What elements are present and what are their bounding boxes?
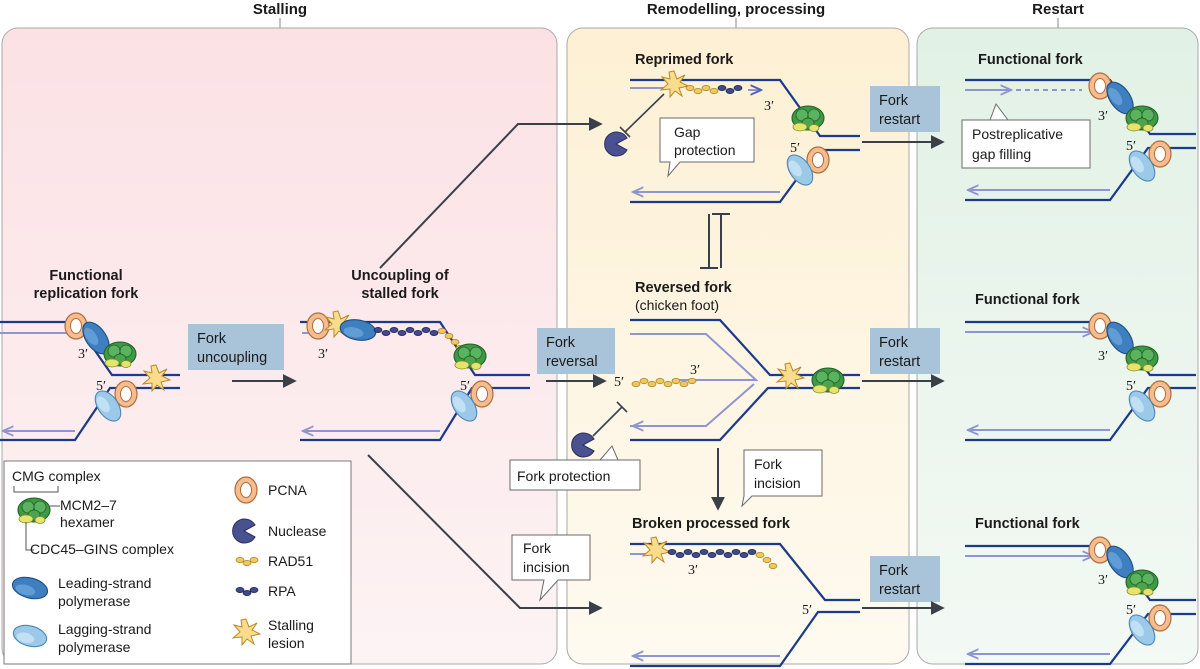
svg-text:restart: restart xyxy=(879,582,920,598)
gap-protection-label-2: protection xyxy=(674,142,735,158)
legend: CMG complex MCM2–7 hexamer CDC45–GINS co… xyxy=(3,460,352,665)
legend-mcm-2: hexamer xyxy=(60,514,115,530)
functional-fork-3: Functional fork 3′ 5′ xyxy=(965,516,1196,666)
postreplicative-label-1: Postreplicative xyxy=(972,126,1063,142)
svg-text:Fork: Fork xyxy=(879,335,909,351)
functional-fork-2: Functional fork 3′ 5′ xyxy=(965,292,1196,442)
end-label-3p: 3′ xyxy=(764,99,774,114)
end-label-5p: 5′ xyxy=(1126,379,1136,394)
fork-incision-callout-left: Fork incision xyxy=(511,534,591,602)
end-label-3p: 3′ xyxy=(1098,349,1108,364)
svg-text:Fork: Fork xyxy=(879,563,909,579)
reversed-fork: Reversed fork (chicken foot) 5′ 3′ Fork … xyxy=(509,280,860,491)
arrow-to-reprimed xyxy=(379,117,603,269)
legend-lesion-1: Stalling xyxy=(268,617,314,633)
functional-fork-title: Functional fork xyxy=(978,52,1084,68)
legend-leading-2: polymerase xyxy=(58,593,131,609)
reprimed-fork: Reprimed fork 3′ 5′ Gap protection xyxy=(604,52,860,204)
uncoupled-title-2: stalled fork xyxy=(361,286,439,302)
fork-restart-box-1: Fork restart xyxy=(862,86,945,149)
legend-leading-1: Leading-strand xyxy=(58,575,151,591)
fork-restart-box-2: Fork restart xyxy=(862,328,945,388)
fork-uncoupling-label-1: Fork xyxy=(197,331,227,347)
svg-text:Fork: Fork xyxy=(879,93,909,109)
postreplicative-label-2: gap filling xyxy=(972,146,1031,162)
legend-cmg: CMG complex xyxy=(12,468,101,484)
broken-processed-fork: Broken processed fork 3′ 5′ xyxy=(630,516,860,668)
reversed-subtitle: (chicken foot) xyxy=(635,297,719,313)
functional-fork-title: Functional fork xyxy=(975,292,1081,308)
legend-lesion-2: lesion xyxy=(268,635,305,651)
pcna-icon xyxy=(234,476,258,504)
fork-incision-left-1: Fork xyxy=(523,540,552,556)
reversed-title: Reversed fork xyxy=(635,280,733,296)
header-stalling: Stalling xyxy=(253,1,307,18)
legend-lagging-1: Lagging-strand xyxy=(58,621,151,637)
end-label-5p: 5′ xyxy=(614,375,624,390)
fork-restart-box-3: Fork restart xyxy=(862,556,945,615)
header-restart: Restart xyxy=(1032,1,1084,18)
fork-uncoupling-box xyxy=(188,324,284,370)
end-label-5p: 5′ xyxy=(802,603,812,618)
legend-cdc45: CDC45–GINS complex xyxy=(30,541,174,557)
functional-fork-title-2: replication fork xyxy=(34,286,140,302)
legend-mcm-1: MCM2–7 xyxy=(60,497,117,513)
end-label-3p: 3′ xyxy=(1098,573,1108,588)
fork-incision-mid-2: incision xyxy=(754,475,801,491)
svg-text:restart: restart xyxy=(879,112,920,128)
end-label-3p: 3′ xyxy=(78,347,88,362)
functional-replication-fork: Functional replication fork 3′ 5′ xyxy=(0,268,180,442)
mutual-inhibition xyxy=(700,213,730,269)
fork-incision-callout-mid xyxy=(741,449,823,508)
end-label-5p: 5′ xyxy=(1126,139,1136,154)
fork-reversal-label-2: reversal xyxy=(546,354,598,370)
legend-rad51: RAD51 xyxy=(268,553,313,569)
legend-nuclease: Nuclease xyxy=(268,523,327,539)
fork-incision-mid-1: Fork xyxy=(754,456,783,472)
end-label-5p: 5′ xyxy=(96,379,106,394)
legend-pcna: PCNA xyxy=(268,482,308,498)
svg-text:restart: restart xyxy=(879,354,920,370)
end-label-3p: 3′ xyxy=(690,363,700,378)
functional-fork-title-1: Functional xyxy=(49,268,122,284)
gap-protection-label-1: Gap xyxy=(674,124,701,140)
end-label-3p: 3′ xyxy=(318,347,328,362)
end-label-3p: 3′ xyxy=(1098,109,1108,124)
functional-fork-1: Functional fork 3′ 5′ Postreplicative ga… xyxy=(961,52,1196,202)
functional-fork-title: Functional fork xyxy=(975,516,1081,532)
fork-protection-label: Fork protection xyxy=(517,468,610,484)
arrow-to-broken xyxy=(367,454,603,615)
end-label-5p: 5′ xyxy=(460,379,470,394)
uncoupled-stalled-fork: Uncoupling of stalled fork 3′ 5′ xyxy=(300,268,530,442)
reprimed-title: Reprimed fork xyxy=(635,52,734,68)
end-label-5p: 5′ xyxy=(790,141,800,156)
fork-incision-left-2: incision xyxy=(523,559,570,575)
fork-uncoupling-label-2: uncoupling xyxy=(197,350,267,366)
legend-rpa: RPA xyxy=(268,583,296,599)
broken-title: Broken processed fork xyxy=(632,516,791,532)
fork-reversal-box xyxy=(537,328,615,374)
uncoupled-title-1: Uncoupling of xyxy=(351,268,449,284)
mcm-icon xyxy=(17,497,51,525)
end-label-5p: 5′ xyxy=(1126,603,1136,618)
legend-lagging-2: polymerase xyxy=(58,639,131,655)
fork-reversal-label-1: Fork xyxy=(546,335,576,351)
end-label-3p: 3′ xyxy=(688,563,698,578)
header-remodelling: Remodelling, processing xyxy=(647,1,825,18)
